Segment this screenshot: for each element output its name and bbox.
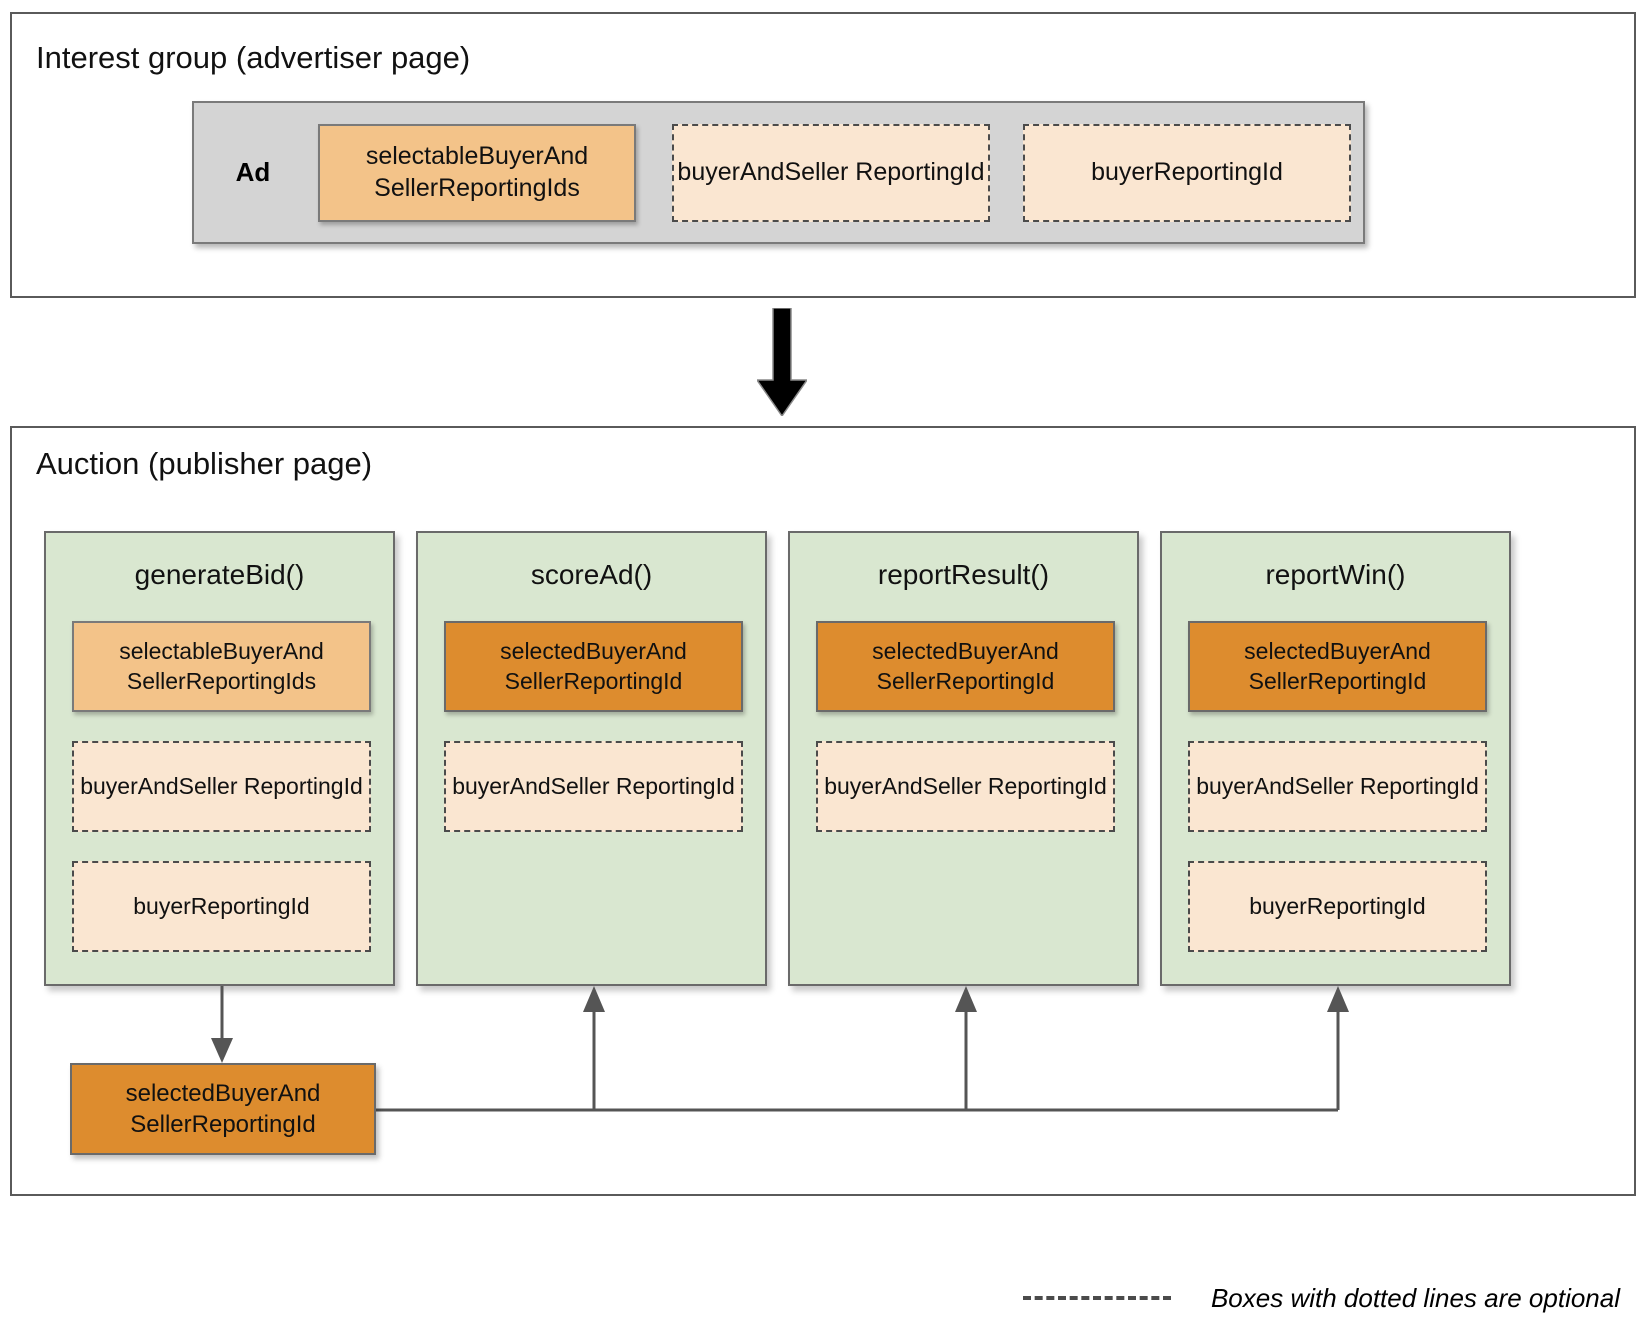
ig-selectable-buyer-and-seller-reporting-ids-box: selectableBuyerAnd SellerReportingIds: [318, 123, 636, 222]
selected-buyer-and-seller-reporting-id-output: selectedBuyerAnd SellerReportingId: [70, 1063, 376, 1155]
function-name-reportresult: reportResult(): [877, 559, 1050, 590]
function-column-reportresult: reportResult() selectedBuyerAnd SellerRe…: [788, 531, 1139, 986]
ad-label: Ad: [235, 157, 271, 187]
function-name-scoread: scoreAd(): [530, 559, 653, 590]
reportwin-buyer-and-seller-reporting-id: buyerAndSeller ReportingId: [1188, 741, 1487, 832]
reportresult-selected-buyer-and-seller-reporting-id: selectedBuyerAnd SellerReportingId: [816, 621, 1115, 712]
scoread-buyer-and-seller-reporting-id: buyerAndSeller ReportingId: [444, 741, 743, 832]
reportresult-buyer-and-seller-reporting-id: buyerAndSeller ReportingId: [816, 741, 1115, 832]
ig-buyer-reporting-id-box: buyerReportingId: [1023, 123, 1351, 222]
interest-group-title: Interest group (advertiser page): [36, 40, 471, 75]
ig-buyer-and-seller-reporting-id-box: buyerAndSeller ReportingId: [672, 123, 990, 222]
function-column-generatebid: generateBid() selectableBuyerAnd SellerR…: [44, 531, 395, 986]
scoread-selected-buyer-and-seller-reporting-id: selectedBuyerAnd SellerReportingId: [444, 621, 743, 712]
down-arrow-icon: [757, 308, 807, 416]
ad-container: Ad selectableBuyerAnd SellerReportingIds…: [192, 101, 1365, 244]
reportwin-buyer-reporting-id: buyerReportingId: [1188, 861, 1487, 952]
function-name-generatebid: generateBid(): [134, 559, 305, 590]
function-name-reportwin: reportWin(): [1265, 559, 1406, 590]
generatebid-buyer-reporting-id: buyerReportingId: [72, 861, 371, 952]
generatebid-selectable-buyer-and-seller-reporting-ids: selectableBuyerAnd SellerReportingIds: [72, 621, 371, 712]
reportwin-selected-buyer-and-seller-reporting-id: selectedBuyerAnd SellerReportingId: [1188, 621, 1487, 712]
function-column-scoread: scoreAd() selectedBuyerAnd SellerReporti…: [416, 531, 767, 986]
legend-text: Boxes with dotted lines are optional: [1210, 1282, 1620, 1313]
dashed-line-sample-icon: [1022, 1296, 1171, 1300]
generatebid-buyer-and-seller-reporting-id: buyerAndSeller ReportingId: [72, 741, 371, 832]
legend: Boxes with dotted lines are optional: [880, 1278, 1620, 1318]
auction-title: Auction (publisher page): [36, 446, 373, 481]
function-column-reportwin: reportWin() selectedBuyerAnd SellerRepor…: [1160, 531, 1511, 986]
